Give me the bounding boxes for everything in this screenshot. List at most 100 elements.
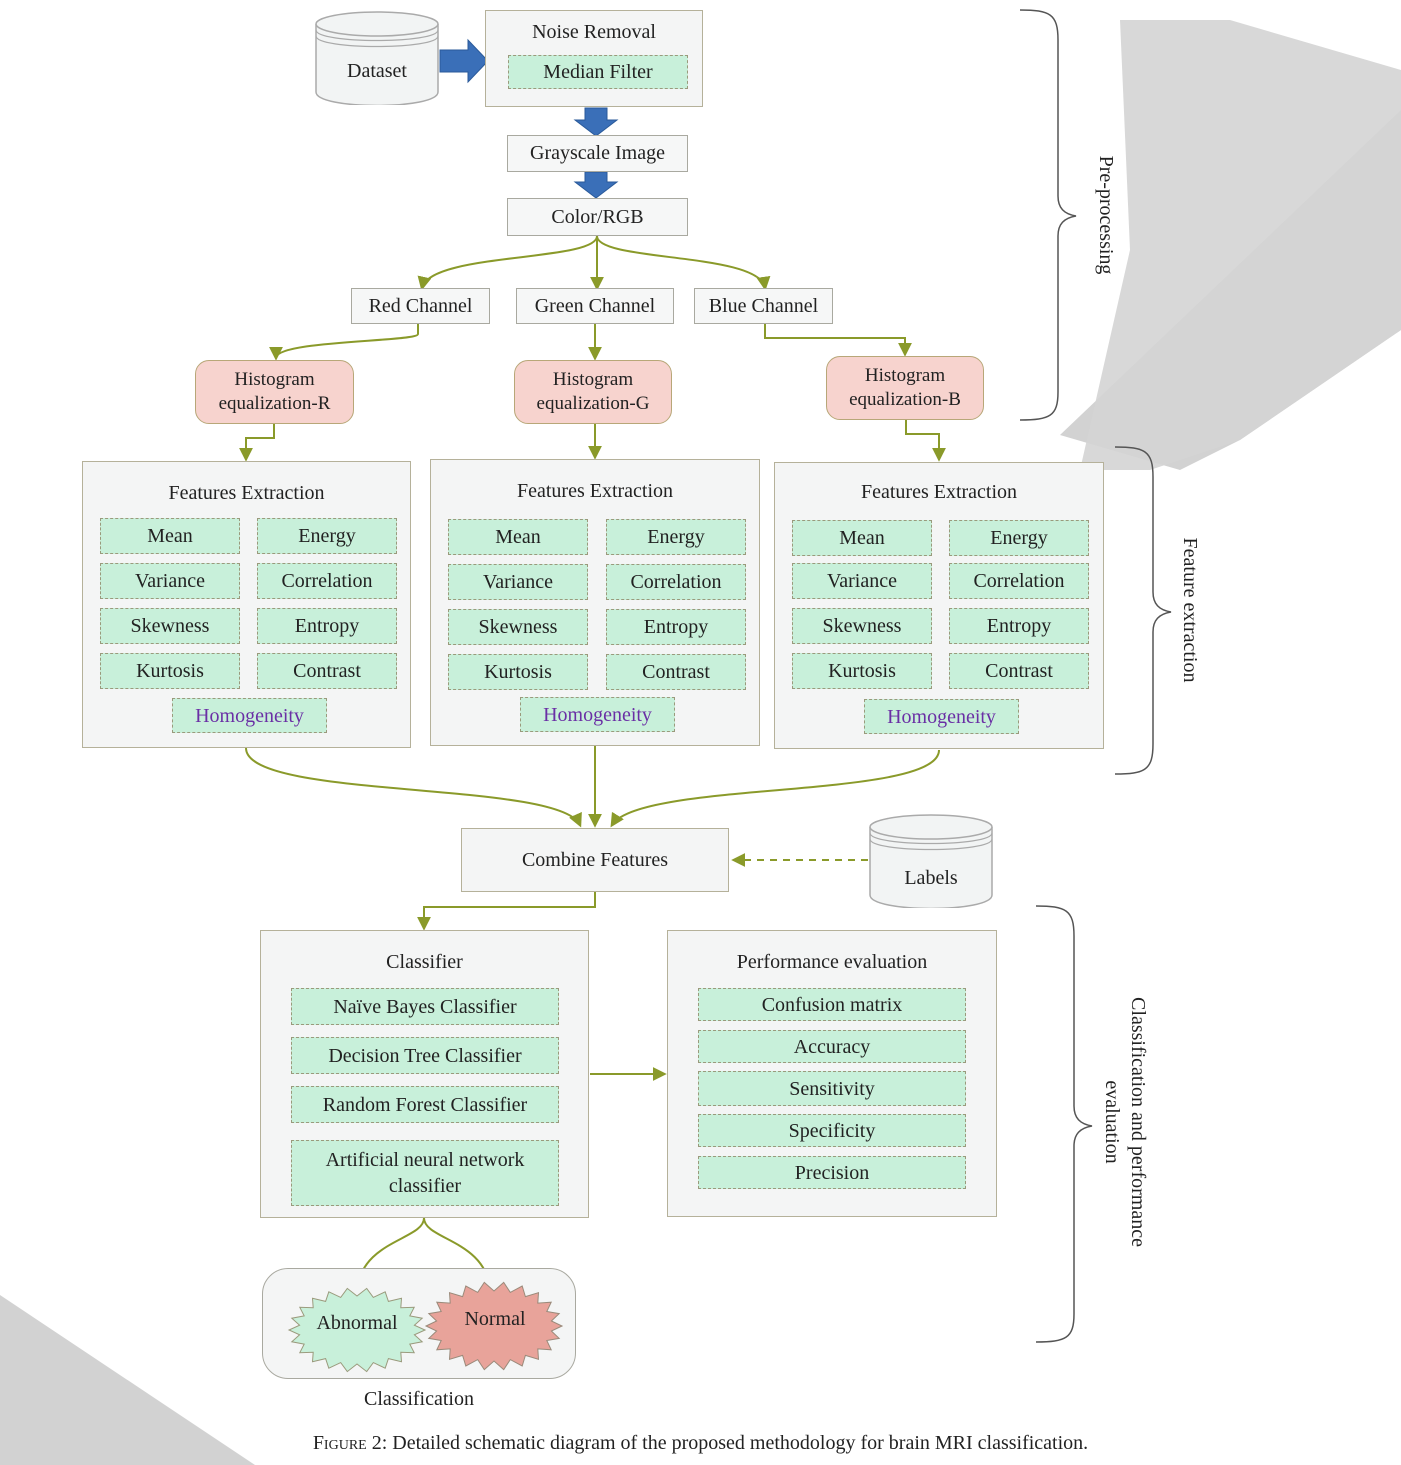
connector-fb-combine xyxy=(610,749,940,828)
red-channel-box: Red Channel xyxy=(351,288,490,324)
hist-r-line2: equalization-R xyxy=(218,393,331,414)
feature-mean: Mean xyxy=(448,519,588,555)
connector-hist-b-features xyxy=(905,420,946,462)
feature-correlation: Correlation xyxy=(606,564,746,600)
features-extraction-green: Features Extraction Mean Energy Variance… xyxy=(430,459,760,746)
section-classification-label: Classification and performance evaluatio… xyxy=(1099,997,1151,1247)
feature-kurtosis: Kurtosis xyxy=(448,654,588,690)
feature-entropy: Entropy xyxy=(606,609,746,645)
hist-g-line1: Histogram xyxy=(552,369,634,390)
color-rgb-box: Color/RGB xyxy=(507,198,688,236)
brace-preprocessing xyxy=(1019,9,1077,421)
watermark-shape-bottom-left xyxy=(0,1295,255,1465)
feature-variance: Variance xyxy=(792,563,932,599)
decision-tree-classifier: Decision Tree Classifier xyxy=(291,1037,559,1074)
feature-mean: Mean xyxy=(792,520,932,556)
feature-contrast: Contrast xyxy=(257,653,397,689)
feature-homogeneity: Homogeneity xyxy=(520,697,675,732)
feature-kurtosis: Kurtosis xyxy=(792,653,932,689)
connector-rgb-red xyxy=(417,235,598,291)
hist-r-line1: Histogram xyxy=(234,369,315,390)
features-title-red: Features Extraction xyxy=(168,482,325,504)
ann-classifier: Artificial neural network classifier xyxy=(291,1140,559,1206)
dataset-label: Dataset xyxy=(347,60,407,82)
caption-text: Detailed schematic diagram of the propos… xyxy=(387,1432,1089,1454)
section-feature-extraction-label: Feature extraction xyxy=(1179,537,1201,683)
ann-line1: Artificial neural network xyxy=(325,1149,525,1171)
grayscale-image-box: Grayscale Image xyxy=(507,135,688,172)
normal-burst xyxy=(424,1281,564,1371)
ann-line2: classifier xyxy=(388,1175,462,1197)
naive-bayes-classifier: Naïve Bayes Classifier xyxy=(291,988,559,1025)
figure-caption: Figure 2: Detailed schematic diagram of … xyxy=(0,1432,1401,1455)
feature-energy: Energy xyxy=(606,519,746,555)
feature-contrast: Contrast xyxy=(606,654,746,690)
histogram-equalization-g: Histogram equalization-G xyxy=(514,360,672,424)
sensitivity: Sensitivity xyxy=(698,1071,966,1106)
feature-skewness: Skewness xyxy=(448,609,588,645)
features-extraction-blue: Features Extraction Mean Energy Variance… xyxy=(774,462,1104,749)
feature-homogeneity: Homogeneity xyxy=(864,699,1019,734)
feature-entropy: Entropy xyxy=(949,608,1089,644)
feature-mean: Mean xyxy=(100,518,240,554)
feature-energy: Energy xyxy=(257,518,397,554)
brace-classification xyxy=(1035,905,1093,1343)
section-classification-line2: evaluation xyxy=(1101,1080,1123,1164)
feature-variance: Variance xyxy=(448,564,588,600)
blue-channel-box: Blue Channel xyxy=(694,288,833,324)
performance-evaluation-box: Performance evaluation Confusion matrix … xyxy=(667,930,997,1217)
feature-correlation: Correlation xyxy=(257,563,397,599)
noise-removal-title: Noise Removal xyxy=(532,21,656,43)
hist-b-line1: Histogram xyxy=(864,365,946,386)
abnormal-burst xyxy=(287,1287,427,1373)
median-filter: Median Filter xyxy=(508,55,688,89)
green-channel-box: Green Channel xyxy=(516,288,674,324)
labels-label: Labels xyxy=(904,867,958,889)
feature-energy: Energy xyxy=(949,520,1089,556)
specificity: Specificity xyxy=(698,1114,966,1147)
confusion-matrix: Confusion matrix xyxy=(698,988,966,1021)
combine-features-box: Combine Features xyxy=(461,828,729,892)
normal-label: Normal xyxy=(464,1308,526,1330)
noise-removal-box: Noise Removal Median Filter xyxy=(485,10,703,107)
connector-red-hist xyxy=(269,324,419,361)
classifier-title: Classifier xyxy=(386,951,463,973)
features-extraction-red: Features Extraction Mean Energy Variance… xyxy=(82,461,411,748)
classifier-box: Classifier Naïve Bayes Classifier Decisi… xyxy=(260,930,589,1218)
feature-contrast: Contrast xyxy=(949,653,1089,689)
random-forest-classifier: Random Forest Classifier xyxy=(291,1086,559,1123)
feature-kurtosis: Kurtosis xyxy=(100,653,240,689)
connector-hist-r-features xyxy=(239,424,275,462)
section-classification-line1: Classification and performance xyxy=(1127,997,1149,1247)
features-title-green: Features Extraction xyxy=(516,480,674,502)
arrow-noise-to-grayscale xyxy=(573,107,619,137)
feature-skewness: Skewness xyxy=(100,608,240,644)
feature-skewness: Skewness xyxy=(792,608,932,644)
feature-homogeneity: Homogeneity xyxy=(172,698,327,733)
connector-combine-classifier xyxy=(417,892,596,931)
performance-title: Performance evaluation xyxy=(736,951,928,973)
classification-label: Classification xyxy=(364,1388,474,1410)
accuracy: Accuracy xyxy=(698,1030,966,1063)
dataset-cylinder: Dataset xyxy=(315,10,439,105)
caption-figure-number: Figure 2: xyxy=(312,1432,388,1454)
feature-correlation: Correlation xyxy=(949,563,1089,599)
abnormal-label: Abnormal xyxy=(316,1312,398,1334)
arrow-grayscale-to-color xyxy=(573,171,619,199)
feature-entropy: Entropy xyxy=(257,608,397,644)
connector-rgb-blue xyxy=(596,235,771,291)
section-preprocessing-label: Pre-processing xyxy=(1095,155,1117,275)
brace-feature-extraction xyxy=(1114,446,1172,775)
labels-cylinder: Labels xyxy=(869,813,993,908)
feature-variance: Variance xyxy=(100,563,240,599)
watermark-letter-d xyxy=(1080,20,1401,470)
hist-b-line2: equalization-B xyxy=(849,389,961,410)
histogram-equalization-r: Histogram equalization-R xyxy=(195,360,354,424)
hist-g-line2: equalization-G xyxy=(536,393,650,414)
histogram-equalization-b: Histogram equalization-B xyxy=(826,356,984,420)
connector-blue-hist xyxy=(764,324,912,357)
features-title-blue: Features Extraction xyxy=(860,481,1018,503)
